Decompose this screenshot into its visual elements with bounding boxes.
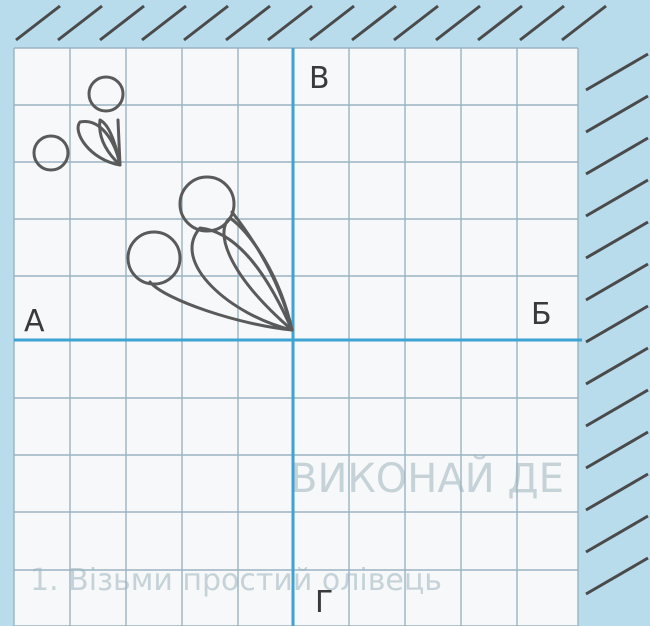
hatch-stroke <box>268 6 312 40</box>
hatch-stroke <box>586 180 648 216</box>
hatch-stroke <box>586 432 648 468</box>
hatch-stroke <box>586 222 648 258</box>
hatch-stroke <box>436 6 480 40</box>
hatch-stroke <box>586 558 648 594</box>
hatch-stroke <box>520 6 564 40</box>
hatch-stroke <box>58 6 102 40</box>
hatch-stroke <box>352 6 396 40</box>
hatch-stroke <box>226 6 270 40</box>
hatching-top <box>16 6 606 40</box>
hatch-stroke <box>586 390 648 426</box>
hatch-stroke <box>586 306 648 342</box>
hatch-stroke <box>310 6 354 40</box>
hatching-right <box>586 54 648 594</box>
hatch-stroke <box>478 6 522 40</box>
label-top: В <box>309 61 330 96</box>
label-bottom: Г <box>315 585 333 620</box>
hatch-stroke <box>184 6 228 40</box>
label-left: А <box>24 304 45 339</box>
hatch-stroke <box>100 6 144 40</box>
hatch-stroke <box>586 96 648 132</box>
hatch-stroke <box>586 54 648 90</box>
hatch-stroke <box>586 516 648 552</box>
ghost-text-line2: 1. Візьми простий олівець <box>30 563 442 598</box>
hatch-stroke <box>562 6 606 40</box>
hatch-stroke <box>394 6 438 40</box>
hatch-stroke <box>586 474 648 510</box>
hatch-stroke <box>142 6 186 40</box>
grid-paper <box>14 48 578 626</box>
hatch-stroke <box>16 6 60 40</box>
ghost-text-line1: ВИКОНАЙ ДЕ <box>290 454 564 502</box>
hatch-stroke <box>586 348 648 384</box>
hatch-stroke <box>586 138 648 174</box>
small-stem <box>118 120 120 165</box>
hatch-stroke <box>586 264 648 300</box>
label-right: Б <box>531 297 552 332</box>
